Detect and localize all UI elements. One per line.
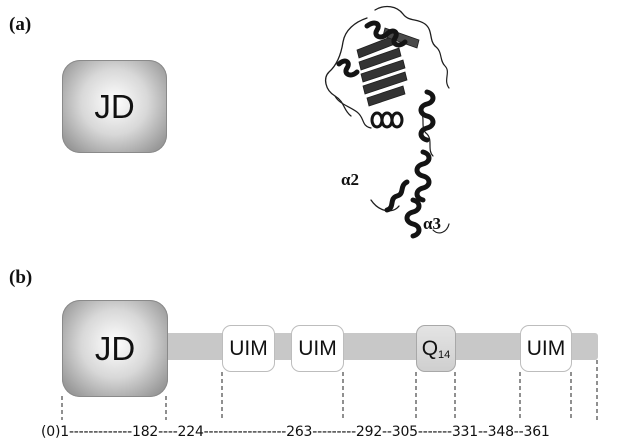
josephin-domain-box: JD — [62, 60, 167, 153]
uim-motif-2: UIM — [291, 325, 344, 372]
uim-motif-1: UIM — [222, 325, 275, 372]
protein-structure-ribbon — [324, 5, 450, 239]
polyq-label: Q — [421, 336, 439, 360]
panel-a-label: (a) — [9, 14, 32, 35]
helix-alpha3-label: α3 — [423, 214, 441, 233]
helix-alpha2-label: α2 — [341, 170, 359, 189]
josephin-domain-box: JD — [62, 300, 168, 397]
josephin-domain-label: JD — [94, 87, 135, 125]
residue-position-scale: (0)1-------------182----224-------------… — [41, 424, 550, 440]
uim-label: UIM — [298, 336, 337, 360]
polyq-subscript: 14 — [438, 348, 451, 361]
josephin-domain-label: JD — [94, 329, 136, 367]
panel-b-label: (b) — [9, 267, 33, 288]
uim-label: UIM — [229, 336, 268, 360]
uim-label: UIM — [526, 336, 566, 360]
uim-motif-3: UIM — [520, 325, 572, 372]
